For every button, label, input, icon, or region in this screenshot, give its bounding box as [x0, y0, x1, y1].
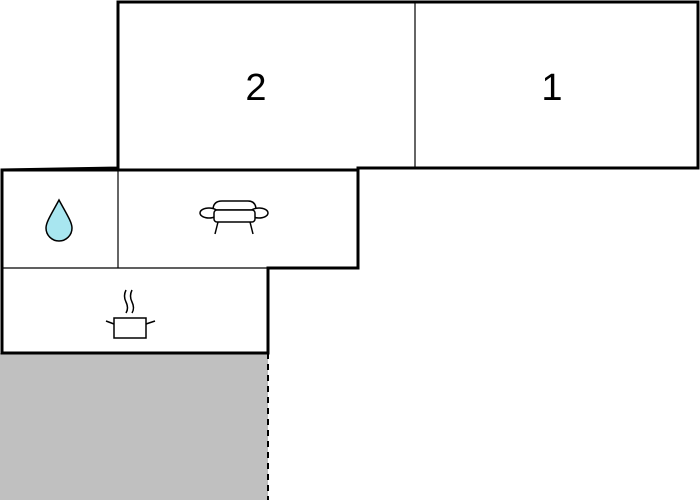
room-bedroom-1: 1	[415, 2, 698, 168]
room-label-bedroom-2: 2	[245, 67, 266, 109]
room-bedroom-2: 2	[118, 2, 415, 168]
room-bathroom	[2, 170, 118, 268]
walls	[0, 0, 700, 355]
room-kitchen	[2, 268, 268, 353]
interior-walls	[2, 2, 416, 269]
cooking-pot-icon	[105, 289, 156, 339]
sofa-icon	[199, 200, 269, 235]
water-drop-icon	[45, 198, 73, 242]
room-label-bedroom-1: 1	[541, 67, 562, 109]
room-living-room	[118, 170, 358, 268]
terrace-area	[0, 353, 269, 500]
